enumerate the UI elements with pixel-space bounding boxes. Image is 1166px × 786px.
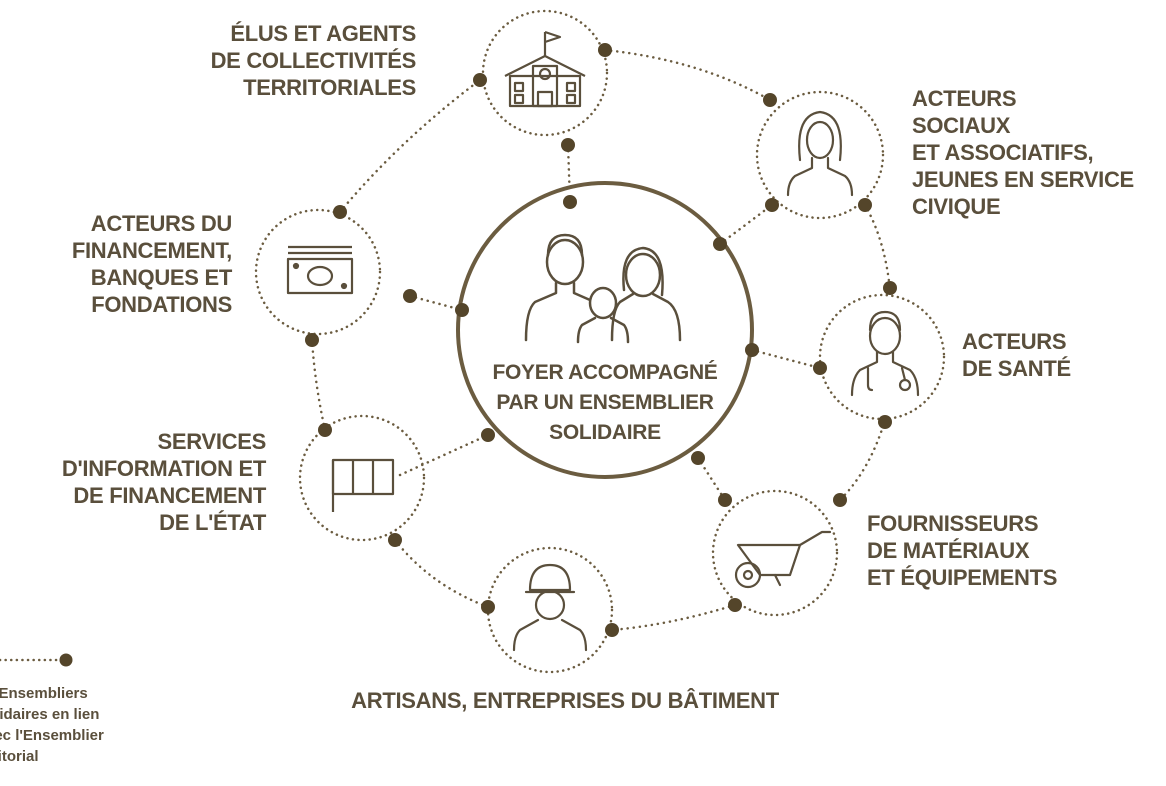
satellite-financement bbox=[254, 208, 382, 336]
label-fournisseurs: FOURNISSEURS DE MATÉRIAUX ET ÉQUIPEMENTS bbox=[867, 510, 1057, 591]
connector-dots bbox=[305, 43, 897, 637]
doctor-icon bbox=[850, 310, 920, 397]
label-line: CIVIQUE bbox=[912, 194, 1001, 219]
legend-text: s Ensembliers olidaires en lien vec l'En… bbox=[0, 683, 104, 767]
legend-line: rritorial bbox=[0, 748, 39, 765]
label-line: JEUNES EN SERVICE bbox=[912, 167, 1134, 192]
label-line: ACTEURS bbox=[912, 86, 1017, 111]
builder-icon bbox=[512, 563, 588, 652]
label-line: FONDATIONS bbox=[91, 292, 232, 317]
label-line: DE COLLECTIVITÉS bbox=[210, 48, 417, 73]
label-line: SERVICES bbox=[157, 429, 267, 454]
woman-icon bbox=[786, 110, 854, 197]
label-financement: ACTEURS DU FINANCEMENT, BANQUES ET FONDA… bbox=[72, 210, 232, 318]
family-icon bbox=[524, 233, 682, 344]
satellite-circles bbox=[254, 9, 946, 674]
label-line: DE L'ÉTAT bbox=[159, 510, 266, 535]
legend-line: vec l'Ensemblier bbox=[0, 727, 104, 744]
satellite-elus bbox=[481, 9, 609, 137]
center-label-line: SOLIDAIRE bbox=[549, 421, 661, 444]
label-line: ÉLUS ET AGENTS bbox=[230, 21, 416, 46]
label-line: BANQUES ET bbox=[90, 265, 233, 290]
label-line: FOURNISSEURS bbox=[867, 511, 1039, 536]
town-hall-icon bbox=[504, 30, 586, 108]
label-line: FINANCEMENT, bbox=[71, 238, 232, 263]
satellite-fournisseurs bbox=[711, 489, 839, 617]
label-etat: SERVICES D'INFORMATION ET DE FINANCEMENT… bbox=[62, 428, 266, 536]
label-line: ET ASSOCIATIFS, bbox=[912, 140, 1094, 165]
center-label-line: FOYER ACCOMPAGNÉ bbox=[492, 361, 718, 384]
satellite-sociaux bbox=[755, 90, 885, 220]
satellite-sante bbox=[818, 293, 946, 421]
label-line: DE FINANCEMENT bbox=[73, 483, 266, 508]
legend-line: olidaires en lien bbox=[0, 706, 100, 723]
label-line: ACTEURS bbox=[962, 329, 1067, 354]
legend-marker bbox=[0, 653, 73, 667]
satellite-etat bbox=[298, 414, 426, 542]
label-line: DE SANTÉ bbox=[962, 356, 1071, 381]
label-line: ET ÉQUIPEMENTS bbox=[867, 565, 1058, 590]
label-sante: ACTEURS DE SANTÉ bbox=[962, 328, 1071, 382]
label-sociaux: ACTEURS SOCIAUX ET ASSOCIATIFS, JEUNES E… bbox=[912, 85, 1134, 220]
spoke-connectors bbox=[398, 143, 822, 502]
center-label: FOYER ACCOMPAGNÉ PAR UN ENSEMBLIER SOLID… bbox=[463, 358, 747, 448]
outer-ring-connectors bbox=[310, 48, 892, 632]
label-line: ARTISANS, ENTREPRISES DU BÂTIMENT bbox=[351, 688, 779, 713]
label-line: ACTEURS DU bbox=[90, 211, 233, 236]
label-line: TERRITORIALES bbox=[243, 75, 416, 100]
flag-icon bbox=[331, 458, 395, 512]
wheelbarrow-icon bbox=[734, 530, 832, 589]
satellite-artisans bbox=[486, 546, 614, 674]
legend-line: s Ensembliers bbox=[0, 685, 88, 702]
label-line: D'INFORMATION ET bbox=[61, 456, 266, 481]
label-artisans: ARTISANS, ENTREPRISES DU BÂTIMENT bbox=[300, 687, 830, 714]
label-line: SOCIAUX bbox=[912, 113, 1011, 138]
center-circle bbox=[456, 181, 754, 479]
label-elus: ÉLUS ET AGENTS DE COLLECTIVITÉS TERRITOR… bbox=[210, 20, 417, 101]
banknote-icon bbox=[286, 245, 354, 295]
label-line: DE MATÉRIAUX bbox=[867, 538, 1030, 563]
center-label-line: PAR UN ENSEMBLIER bbox=[496, 391, 714, 414]
